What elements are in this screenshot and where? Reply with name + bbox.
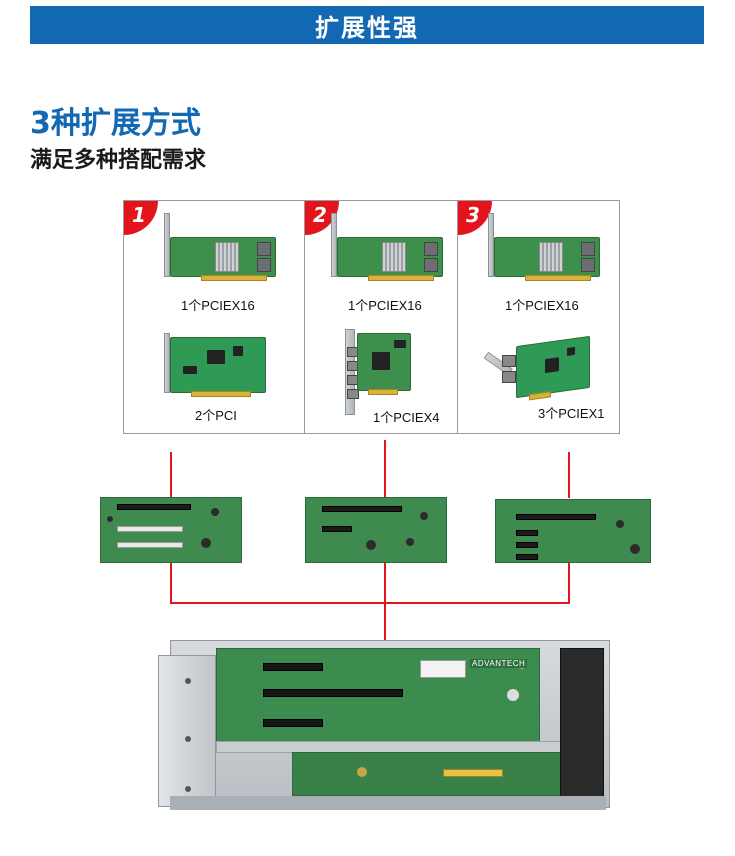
slot-label-pci: 2个PCI	[195, 408, 237, 423]
slot-label-pciex16: 1个PCIEX16	[181, 298, 255, 313]
option-1: 1 1个PCIEX16 2个PCI	[124, 201, 305, 433]
section-banner: 扩展性强	[30, 6, 704, 44]
advantech-logo: ADVANTECH	[470, 659, 528, 668]
slot-label-pciex4: 1个PCIEX4	[373, 410, 440, 425]
banner-title: 扩展性强	[315, 13, 419, 42]
riser-board-2	[305, 497, 447, 563]
headline: 3种扩展方式	[30, 106, 201, 141]
riser-board-3	[495, 499, 651, 563]
expansion-options-table: 1 1个PCIEX16 2个PCI 2	[123, 200, 620, 434]
option-number-badge: 3	[458, 201, 492, 235]
option-number-badge: 1	[124, 201, 158, 235]
slot-label-pciex1: 3个PCIEX1	[538, 406, 605, 421]
riser-board-1	[100, 497, 242, 563]
slot-label-pciex16: 1个PCIEX16	[505, 298, 579, 313]
subheadline: 满足多种搭配需求	[30, 148, 207, 173]
option-2: 2 1个PCIEX16 1个PCIEX4	[305, 201, 458, 433]
slot-label-pciex16: 1个PCIEX16	[348, 298, 422, 313]
option-3: 3 1个PCIEX16 3个PCIEX1	[458, 201, 621, 433]
